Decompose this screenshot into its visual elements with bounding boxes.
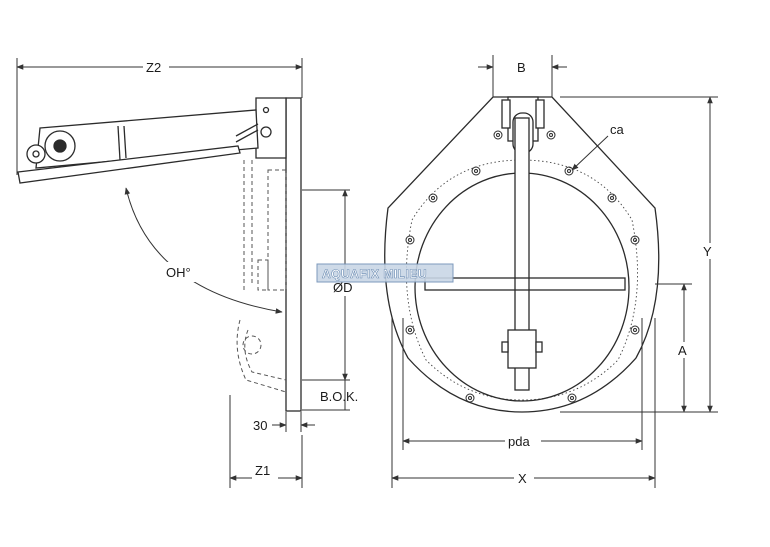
front-horizontal-stiffener [424, 277, 626, 291]
od-label: ØD [333, 280, 353, 295]
bok-label: B.O.K. [320, 389, 358, 404]
side-wall-plate [285, 97, 302, 412]
front-vertical-stiffener [514, 117, 530, 391]
thirty-dimension [272, 412, 315, 432]
side-top-bracket [255, 97, 287, 159]
b-label: B [517, 60, 526, 75]
thirty-label: 30 [253, 418, 267, 433]
z1-label: Z1 [255, 463, 270, 478]
front-view [384, 96, 660, 413]
y-label: Y [703, 244, 712, 259]
ca-label: ca [610, 122, 625, 137]
pda-label: pda [508, 434, 530, 449]
bok-dimension [302, 380, 350, 411]
b-dimension [478, 55, 567, 97]
watermark-text: AQUAFIX MILIEU [322, 267, 427, 281]
side-hinge-circle [260, 126, 272, 138]
oh-angle-arc [124, 187, 283, 314]
side-hidden-closed-flap [236, 160, 287, 393]
x-label: X [518, 471, 527, 486]
front-lower-lug [507, 329, 537, 369]
front-bolts [405, 130, 640, 403]
ca-leader [571, 135, 609, 171]
z2-label: Z2 [146, 60, 161, 75]
oh-angle-label: OH° [166, 265, 191, 280]
side-view [17, 97, 302, 412]
watermark: AQUAFIX MILIEU [316, 263, 454, 283]
a-label: A [678, 343, 687, 358]
